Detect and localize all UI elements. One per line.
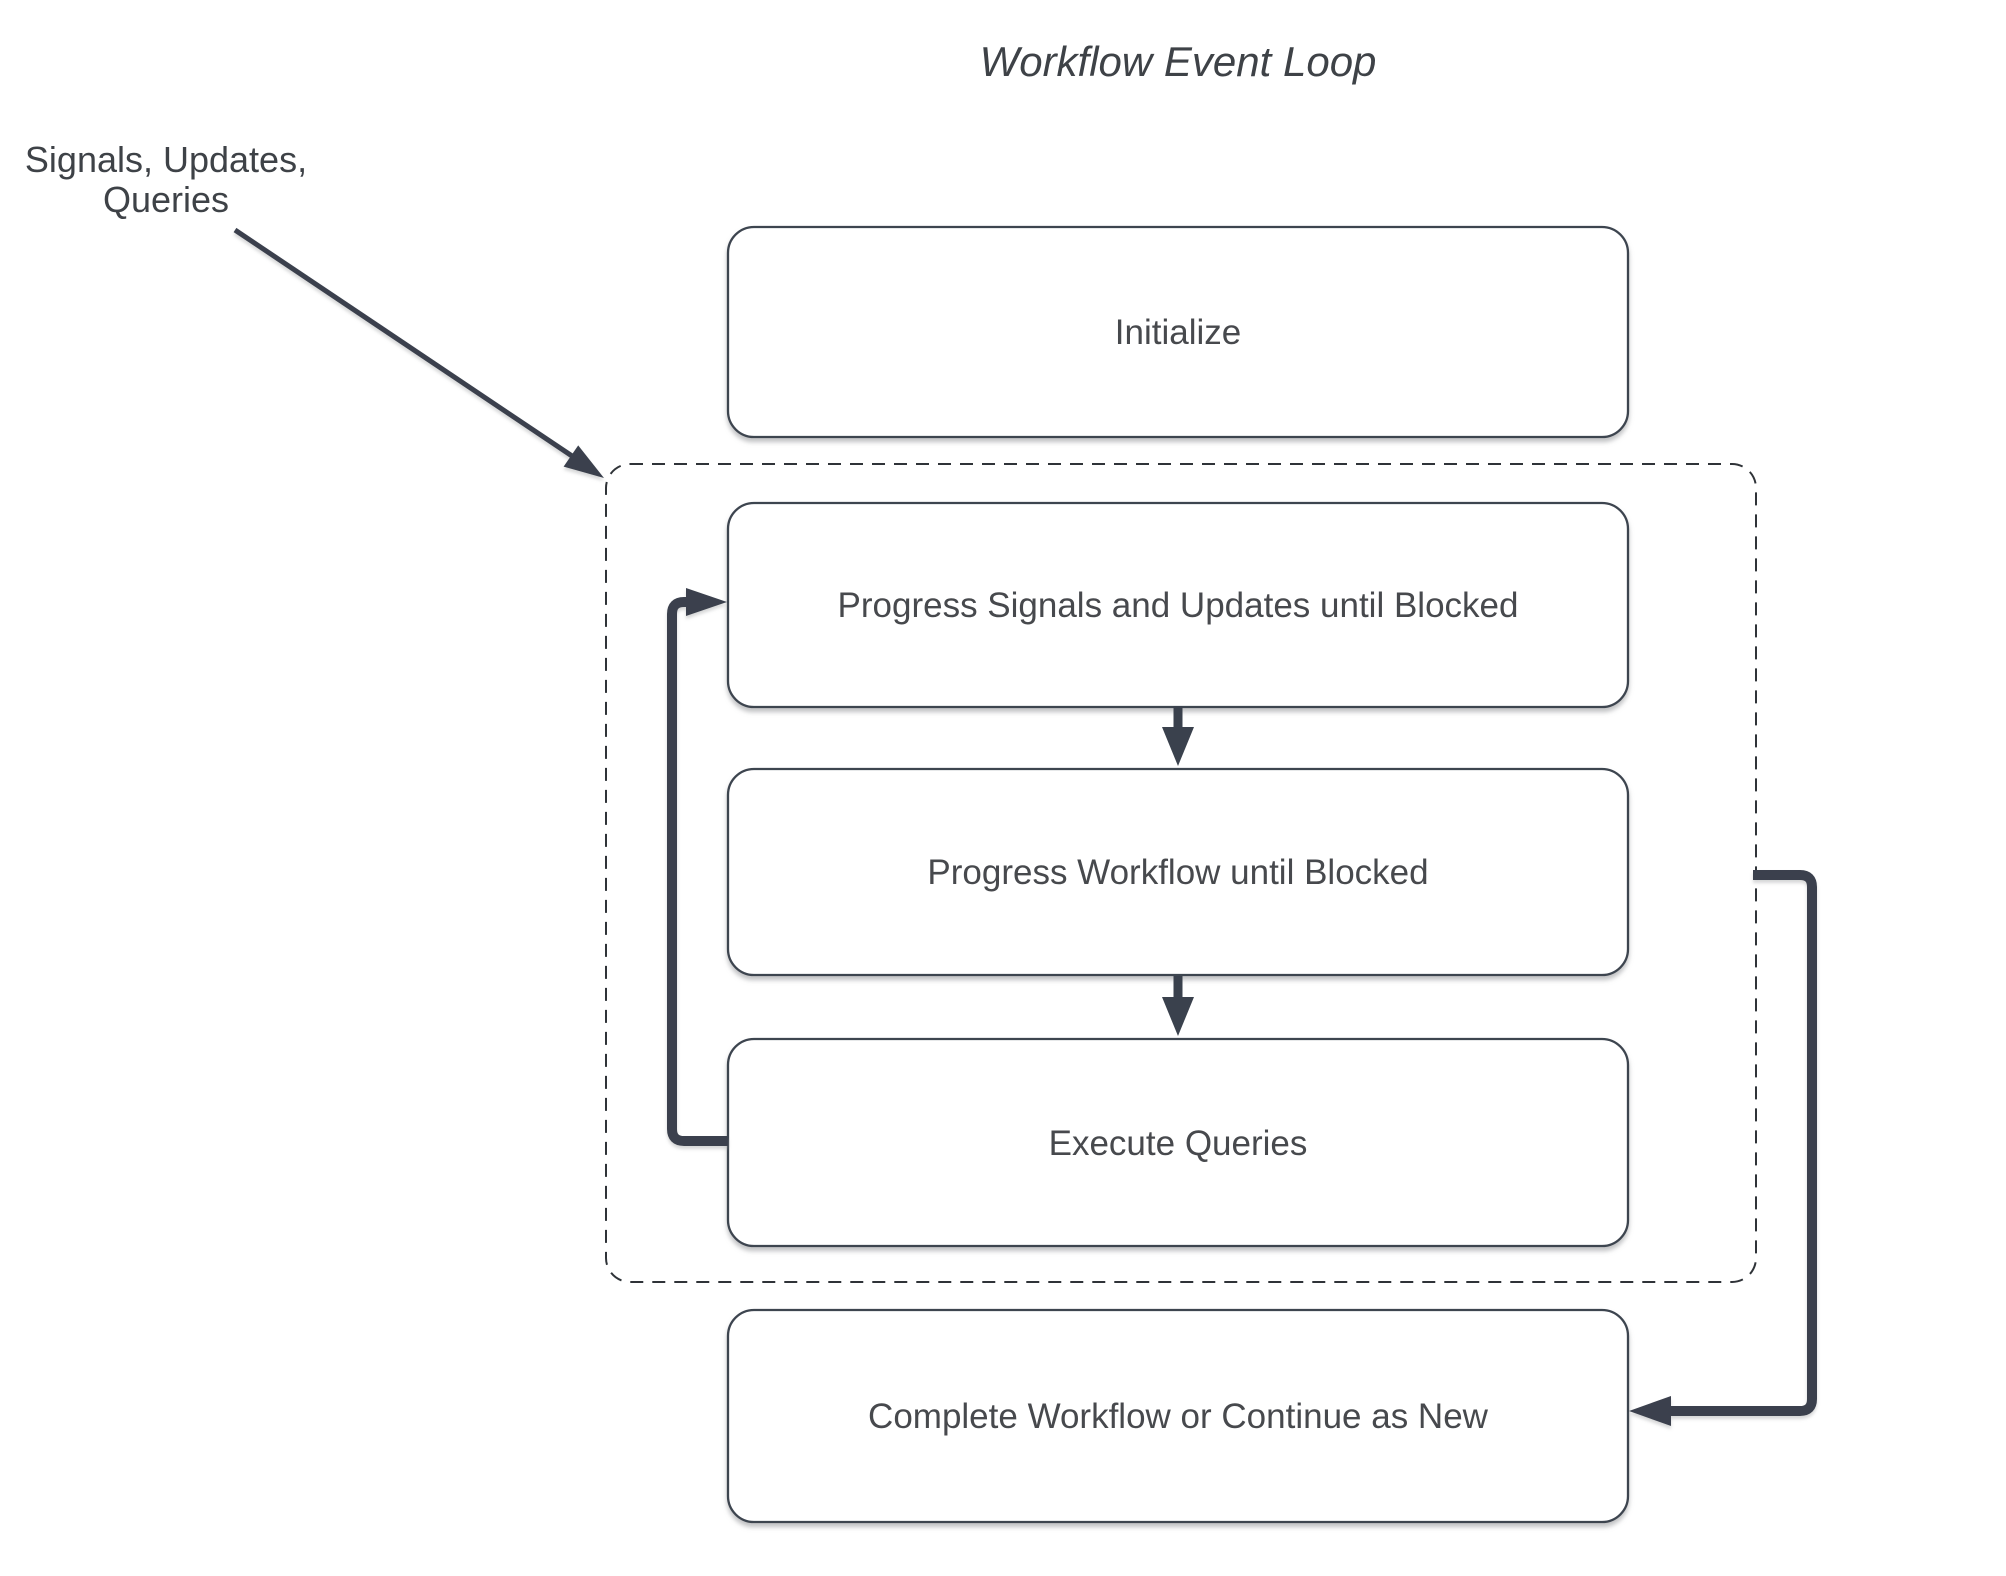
queries-to-signals-loop-arrow (667, 588, 728, 1146)
external-input-label-line2: Queries (103, 179, 229, 220)
initialize-node-box (726, 225, 1630, 439)
progress-workflow-node: Progress Workflow until Blocked (726, 767, 1630, 977)
workflow-to-complete-arrow (1629, 870, 1817, 1426)
complete-workflow-node-label: Complete Workflow or Continue as New (868, 1397, 1489, 1436)
initialize-node-label: Initialize (1115, 313, 1241, 352)
queries-to-signals-loop-arrowhead (686, 588, 727, 616)
progress-workflow-node-box (726, 767, 1630, 977)
external-input-label: Signals, Updates, Queries (25, 139, 307, 220)
execute-queries-node: Execute Queries (726, 1037, 1630, 1248)
progress-signals-node-label: Progress Signals and Updates until Block… (838, 586, 1519, 625)
workflow-to-queries-arrowhead (1162, 997, 1194, 1036)
external-input-arrow-line (233, 227, 577, 461)
complete-workflow-node: Complete Workflow or Continue as New (726, 1308, 1630, 1524)
external-input-arrow (233, 227, 604, 478)
workflow-to-complete-line (1671, 870, 1817, 1416)
complete-workflow-node-box (726, 1308, 1630, 1524)
progress-signals-node: Progress Signals and Updates until Block… (726, 501, 1630, 709)
external-input-arrowhead (563, 445, 604, 478)
queries-to-signals-loop-line (667, 597, 728, 1146)
signals-to-workflow-arrowhead (1162, 727, 1194, 766)
diagram-title: Workflow Event Loop (980, 38, 1377, 85)
initialize-node: Initialize (726, 225, 1630, 439)
progress-workflow-node-label: Progress Workflow until Blocked (927, 853, 1428, 892)
execute-queries-node-label: Execute Queries (1049, 1124, 1308, 1163)
signals-to-workflow-arrow (1162, 706, 1194, 766)
external-input-label-line1: Signals, Updates, (25, 139, 307, 180)
workflow-to-complete-arrowhead (1629, 1396, 1671, 1426)
workflow-to-queries-arrow (1162, 976, 1194, 1036)
